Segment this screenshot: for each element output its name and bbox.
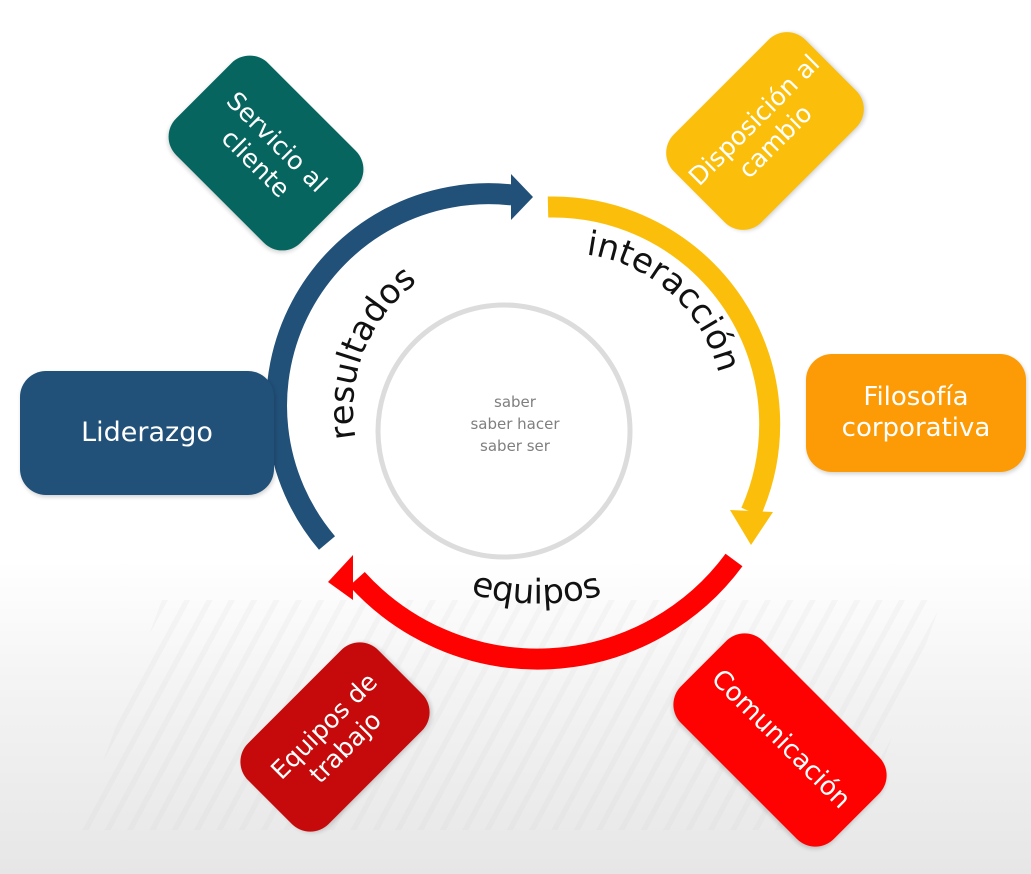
arc-equipos — [349, 553, 743, 670]
center-item-saber: saber — [494, 393, 536, 411]
arc-resultados — [266, 183, 514, 550]
box-label: Liderazgo — [81, 416, 213, 448]
box-filosofia-corporativa: Filosofía corporativa — [806, 354, 1026, 472]
box-label: Filosofía corporativa — [841, 381, 991, 443]
arc-interaccion — [547, 196, 781, 517]
ring-label-equipos: equipos — [468, 564, 604, 613]
arrowhead-resultados — [511, 174, 533, 220]
background-haze — [0, 560, 1031, 874]
center-item-saber-hacer: saber hacer — [470, 414, 560, 433]
center-item-saber-ser: saber ser — [480, 436, 550, 455]
arrowhead-equipos — [328, 555, 353, 600]
box-liderazgo: Liderazgo — [20, 371, 274, 495]
center-competencies: saber saber hacer saber ser — [450, 392, 580, 457]
inner-circle — [375, 302, 633, 560]
arrowhead-interaccion — [730, 510, 773, 545]
